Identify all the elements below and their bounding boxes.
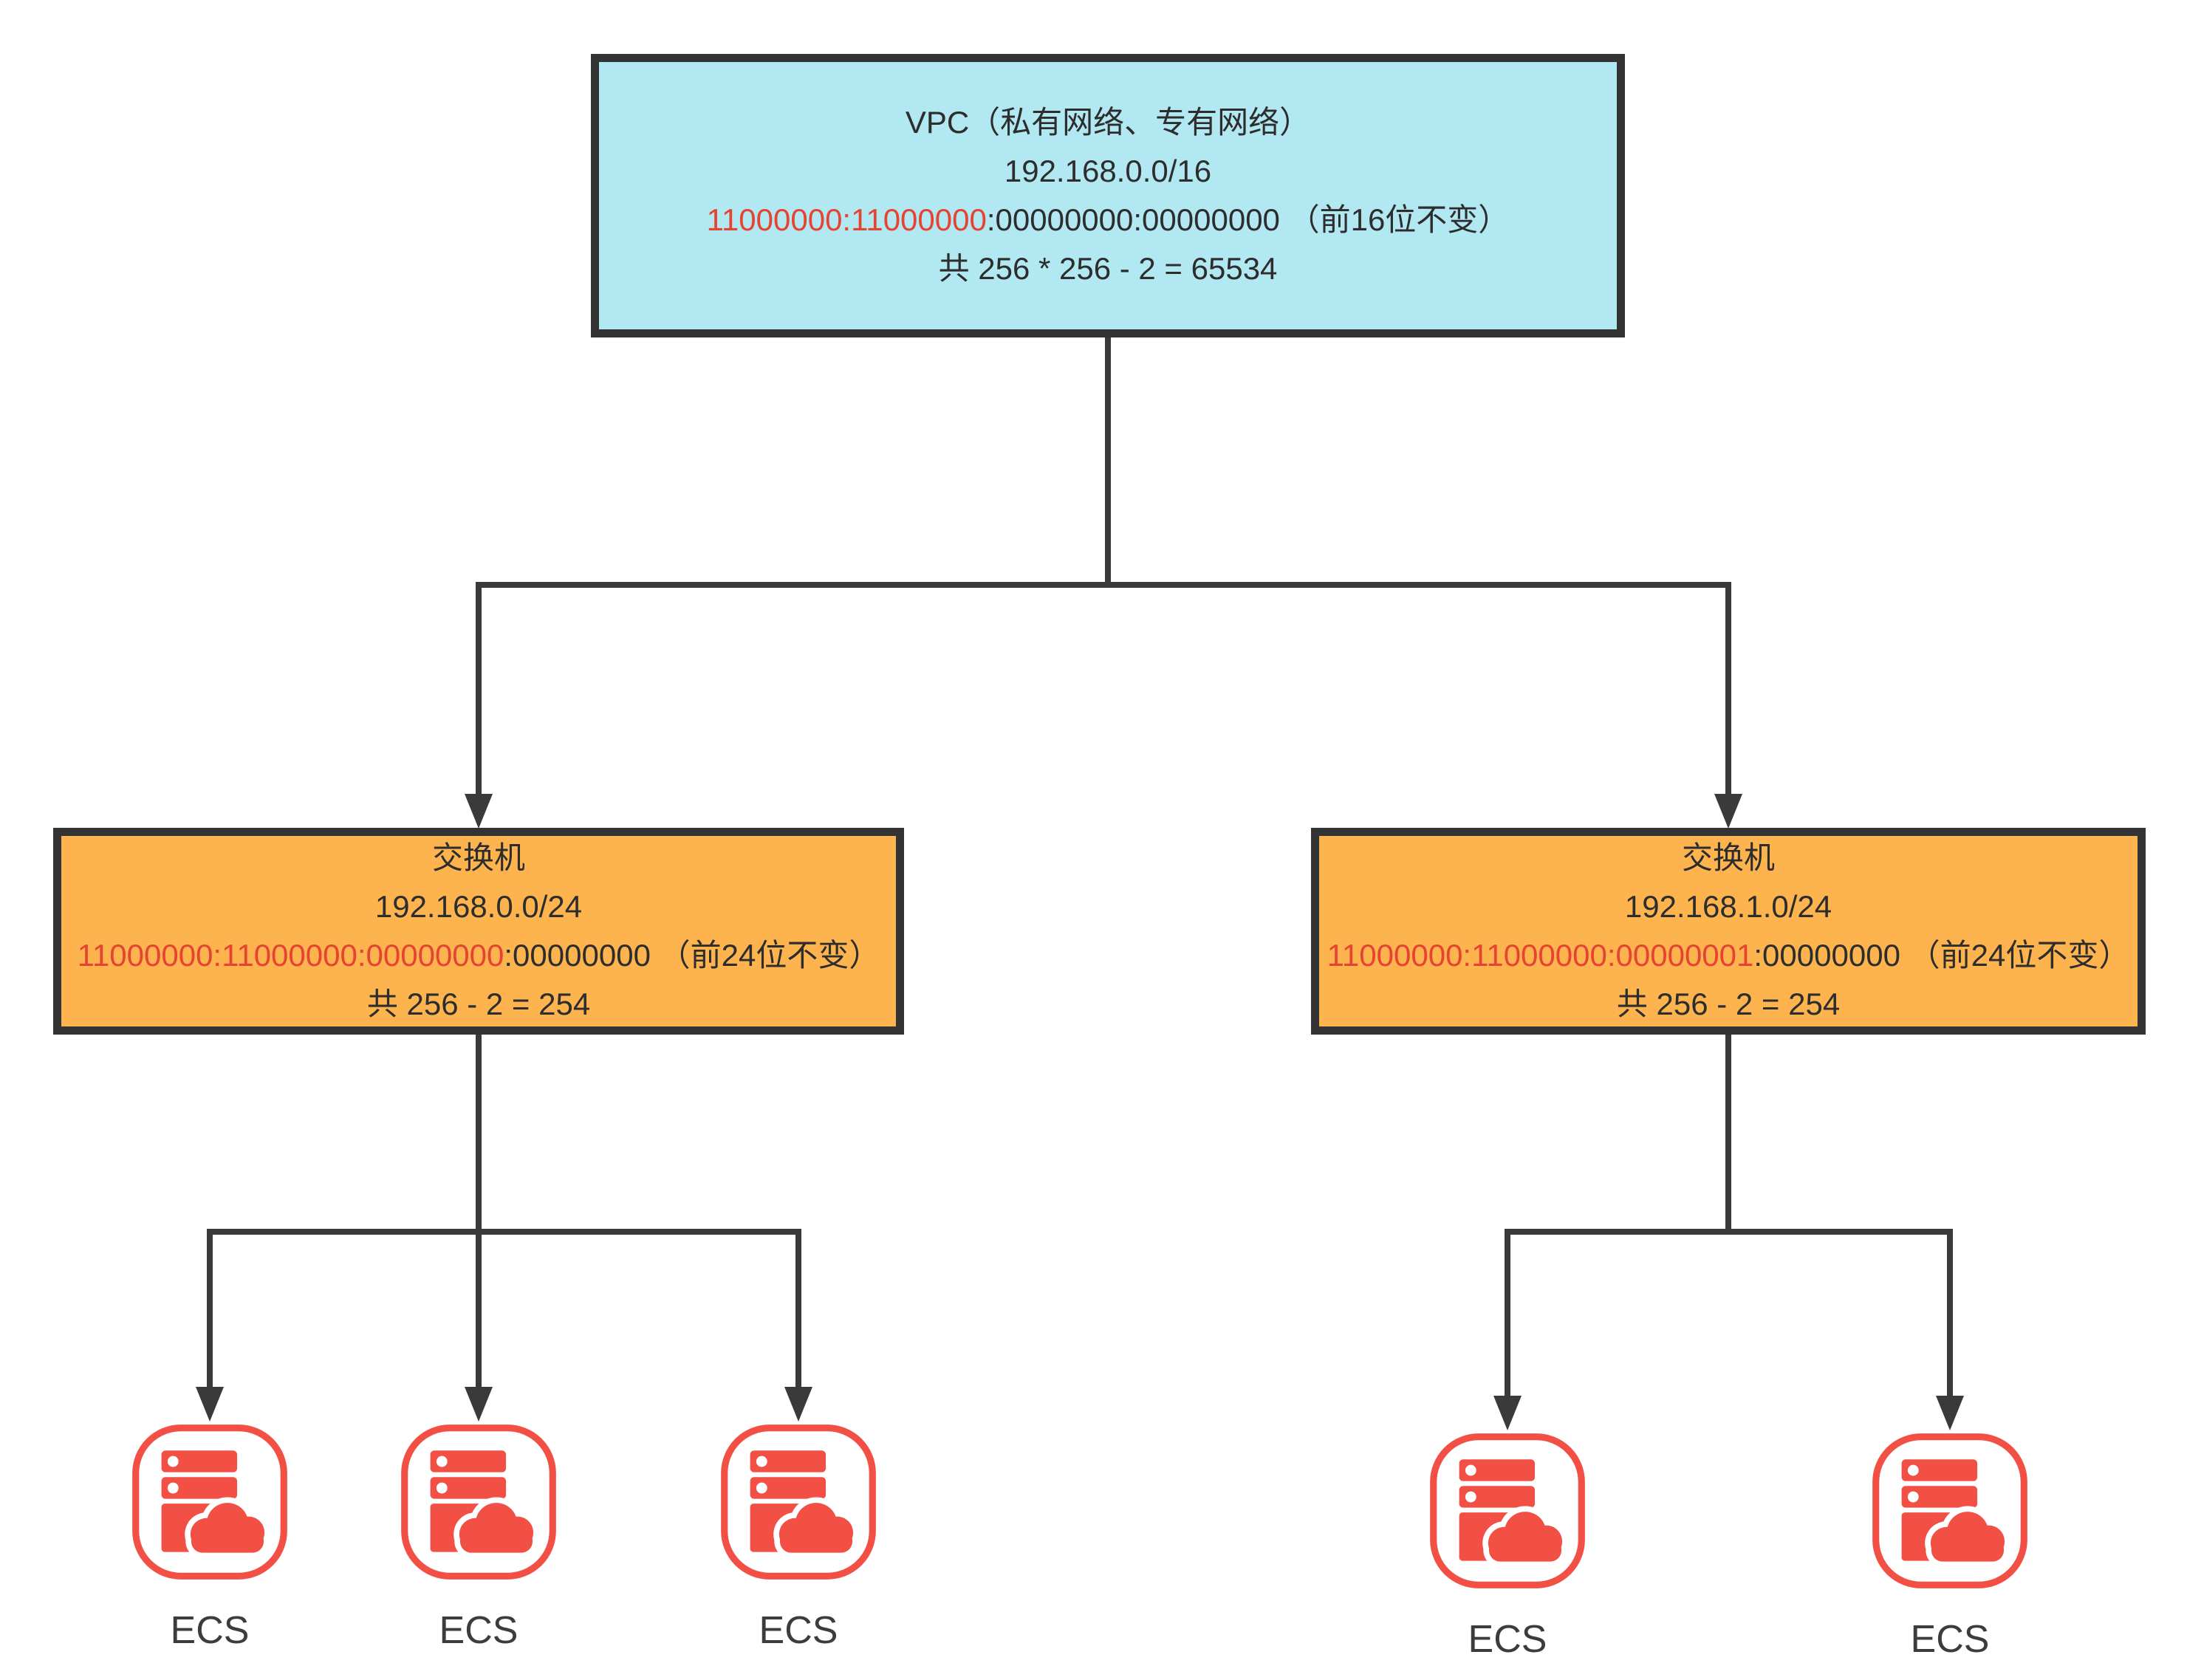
ecs-node-5: ECS	[1869, 1430, 2030, 1667]
ecs-node-3: ECS	[718, 1422, 879, 1658]
vpc-host-count: 共 256 * 256 - 2 = 65534	[938, 251, 1278, 286]
switch-right-cidr: 192.168.1.0/24	[1624, 889, 1832, 924]
arrowhead-switch-right	[1714, 794, 1742, 829]
switch-left-cidr: 192.168.0.0/24	[374, 889, 583, 924]
vpc-node: VPC（私有网络、专有网络） 192.168.0.0/16 11000000:1…	[591, 54, 1625, 337]
ecs-server-cloud-icon	[1872, 1433, 2027, 1588]
arrowhead-ecs-5	[1936, 1396, 1964, 1430]
ecs-label: ECS	[170, 1609, 250, 1652]
ecs-server-cloud-icon	[721, 1424, 876, 1580]
arrowhead-ecs-3	[784, 1387, 812, 1422]
vpc-title: VPC（私有网络、专有网络）	[905, 105, 1311, 140]
vpc-binary-host-bits: :00000000:00000000 （前16位不变）	[986, 202, 1510, 237]
switch-right-binary: 11000000:11000000:00000001:00000000 （前24…	[1319, 931, 2138, 980]
ecs-server-cloud-icon	[132, 1424, 287, 1580]
switch-right-host-count: 共 256 - 2 = 254	[1616, 987, 1841, 1021]
arrowhead-ecs-2	[465, 1387, 493, 1422]
switch-right-node: 交换机 192.168.1.0/24 11000000:11000000:000…	[1311, 828, 2146, 1035]
switch-right-binary-host-bits: :00000000 （前24位不变）	[1753, 938, 2130, 973]
switch-left-binary: 11000000:11000000:00000000:00000000 （前24…	[61, 931, 896, 980]
ecs-label: ECS	[1468, 1618, 1547, 1661]
arrowhead-switch-left	[465, 794, 493, 829]
switch-left-title: 交换机	[431, 840, 525, 875]
switch-left-binary-fixed-bits: 11000000:11000000:00000000	[77, 938, 504, 973]
ecs-node-1: ECS	[129, 1422, 290, 1658]
switch-right-binary-fixed-bits: 11000000:11000000:00000001	[1327, 938, 1754, 973]
vpc-binary: 11000000:11000000:00000000:00000000 （前16…	[599, 196, 1617, 244]
ecs-label: ECS	[439, 1609, 518, 1652]
ecs-label: ECS	[1910, 1618, 1990, 1661]
switch-left-host-count: 共 256 - 2 = 254	[366, 987, 591, 1021]
switch-left-binary-host-bits: :00000000 （前24位不变）	[504, 938, 880, 973]
arrowhead-ecs-1	[196, 1387, 224, 1422]
vpc-cidr: 192.168.0.0/16	[1004, 154, 1212, 188]
switch-right-title: 交换机	[1681, 840, 1775, 875]
ecs-node-2: ECS	[398, 1422, 559, 1658]
ecs-server-cloud-icon	[1430, 1433, 1585, 1588]
ecs-server-cloud-icon	[401, 1424, 556, 1580]
switch-left-node: 交换机 192.168.0.0/24 11000000:11000000:000…	[53, 828, 904, 1035]
ecs-node-4: ECS	[1427, 1430, 1588, 1667]
arrowhead-ecs-4	[1493, 1396, 1522, 1430]
ecs-label: ECS	[759, 1609, 838, 1652]
vpc-binary-fixed-bits: 11000000:11000000	[706, 202, 987, 237]
